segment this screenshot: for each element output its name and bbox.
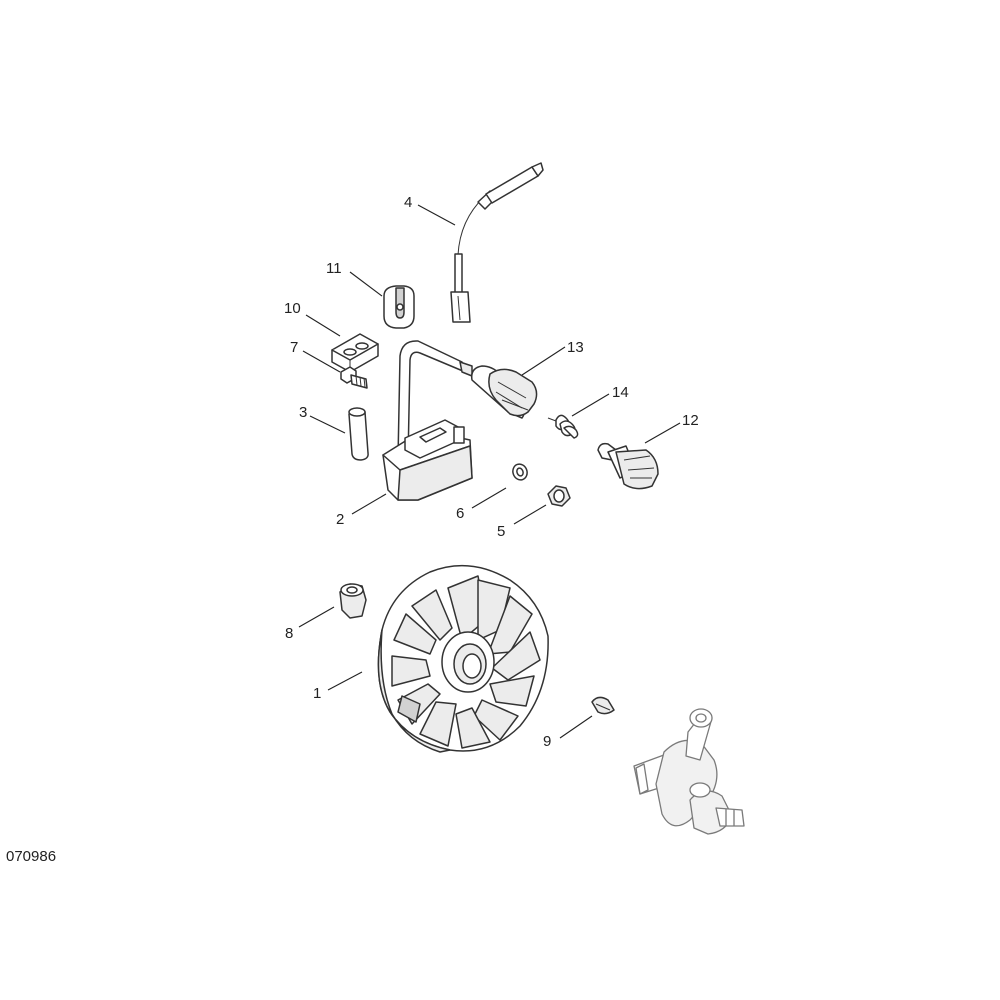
callout-9: 9 bbox=[543, 733, 551, 750]
part-3-sleeve[interactable] bbox=[348, 407, 369, 461]
part-13-plug-boot[interactable] bbox=[470, 365, 538, 419]
callout-7: 7 bbox=[290, 339, 298, 356]
part-7-screw[interactable] bbox=[340, 366, 368, 389]
part-11-grommet[interactable] bbox=[383, 285, 415, 329]
part-14-spring[interactable] bbox=[547, 414, 579, 439]
part-5-nut[interactable] bbox=[547, 485, 571, 507]
part-9-key[interactable] bbox=[591, 696, 615, 715]
part-12-spark-plug[interactable] bbox=[597, 442, 659, 490]
part-10-clamp[interactable] bbox=[331, 333, 379, 373]
part-2-ignition-coil[interactable] bbox=[382, 340, 473, 501]
callout-5: 5 bbox=[497, 523, 505, 540]
callout-4: 4 bbox=[404, 194, 412, 211]
part-1-flywheel[interactable] bbox=[377, 564, 549, 753]
callout-3: 3 bbox=[299, 404, 307, 421]
part-4-lead-wire[interactable] bbox=[450, 162, 544, 323]
callouts: 1 2 3 4 5 6 7 8 9 10 11 12 13 14 bbox=[284, 194, 699, 750]
callout-8: 8 bbox=[285, 625, 293, 642]
callout-1: 1 bbox=[313, 685, 321, 702]
drawing-id: 070986 bbox=[6, 848, 57, 865]
leader-lines bbox=[298, 204, 681, 739]
callout-14: 14 bbox=[612, 384, 629, 401]
callout-12: 12 bbox=[682, 412, 699, 429]
callout-2: 2 bbox=[336, 511, 344, 528]
part-6-washer[interactable] bbox=[511, 462, 530, 482]
callout-13: 13 bbox=[567, 339, 584, 356]
callout-11: 11 bbox=[326, 260, 342, 277]
callout-6: 6 bbox=[456, 505, 464, 522]
callout-10: 10 bbox=[284, 300, 301, 317]
crankshaft-reference bbox=[633, 708, 745, 835]
part-8-flywheel-nut[interactable] bbox=[339, 583, 367, 619]
